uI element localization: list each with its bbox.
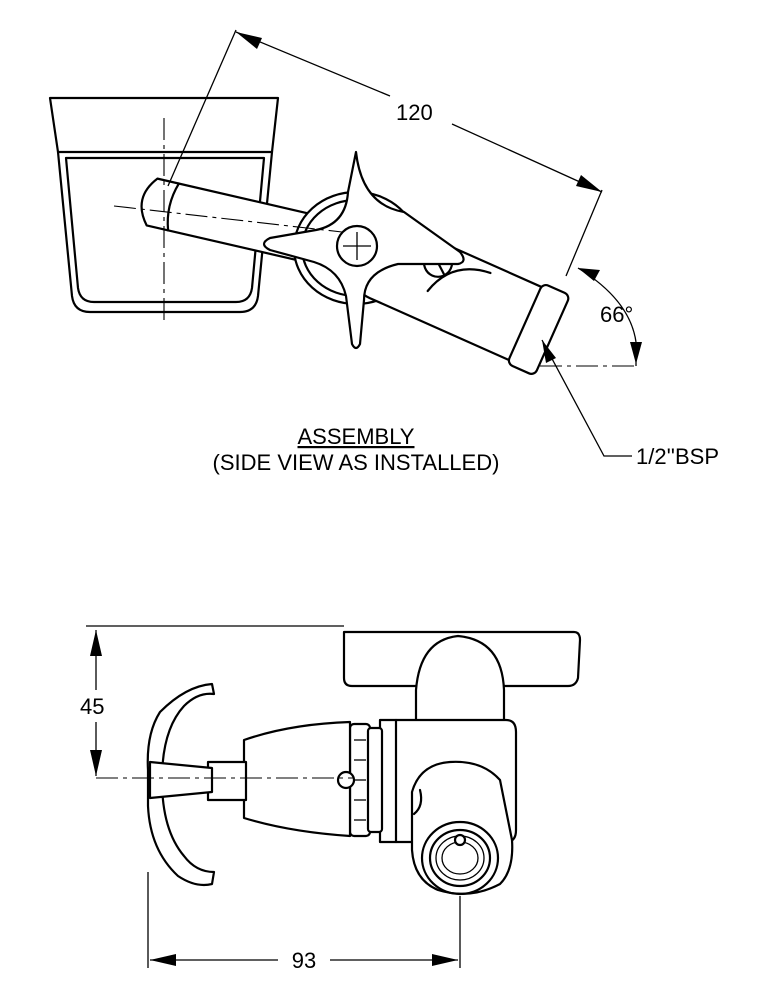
assembly-title: ASSEMBLY <box>298 424 415 449</box>
dimension-45: 45 <box>80 625 344 776</box>
dimension-66-angle: 66° <box>577 267 642 366</box>
dim-45-label: 45 <box>80 694 104 719</box>
nozzle-centerline <box>113 205 343 233</box>
dimension-93: 93 <box>147 872 461 973</box>
dim-66-label: 66° <box>600 302 633 327</box>
assembly-side-view: 120 66° 1/2''BSP ASSEMBLY (SIDE VIEW AS … <box>48 29 719 475</box>
spindle-stem <box>206 760 248 802</box>
assembly-subtitle: (SIDE VIEW AS INSTALLED) <box>213 450 500 475</box>
dim-120-label: 120 <box>396 100 433 125</box>
handle-profile[interactable] <box>146 682 216 887</box>
front-view: 45 93 <box>80 625 582 973</box>
thread-callout-label: 1/2''BSP <box>636 444 719 469</box>
dimension-120: 120 <box>167 29 603 277</box>
thread-leader: 1/2''BSP <box>541 339 719 469</box>
dim-93-label: 93 <box>292 948 316 973</box>
cross-handle[interactable] <box>262 150 465 350</box>
spindle-cover <box>242 720 356 838</box>
basin-outline <box>48 96 280 314</box>
upright-tube <box>414 634 506 724</box>
inlet-fitting <box>410 760 514 896</box>
